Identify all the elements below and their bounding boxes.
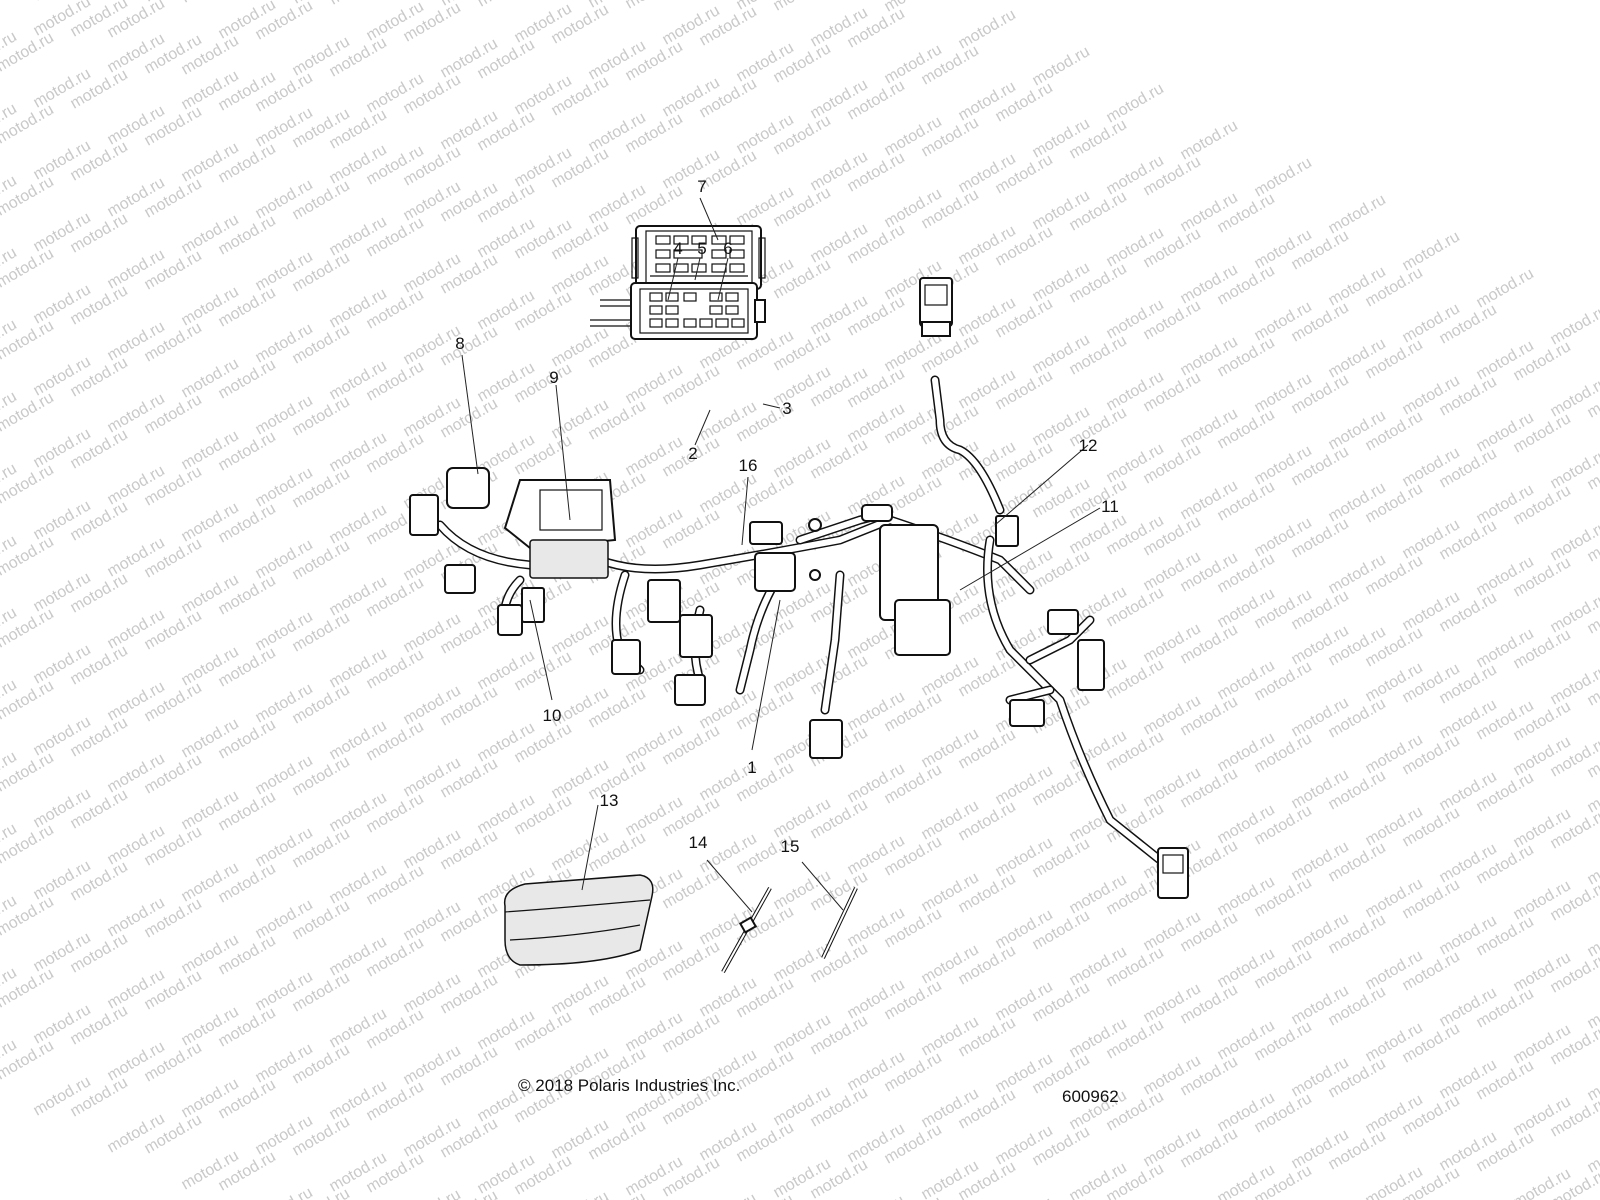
callout-labels: 7 4 5 6 3 2 8 9 16 12 11 10 1 13 14 15 xyxy=(455,177,1119,856)
callout-14: 14 xyxy=(689,833,708,852)
copyright-text: © 2018 Polaris Industries Inc. xyxy=(518,1076,741,1095)
callout-9: 9 xyxy=(549,368,558,387)
diagram-id: 600962 xyxy=(1062,1087,1119,1106)
fuse-box xyxy=(590,282,766,340)
callout-15: 15 xyxy=(781,837,800,856)
callout-6: 6 xyxy=(723,239,732,258)
cable-tie-clip xyxy=(721,887,772,973)
callout-2: 2 xyxy=(688,444,697,463)
callout-4: 4 xyxy=(673,239,682,258)
callout-8: 8 xyxy=(455,334,464,353)
harness-connectors xyxy=(409,277,1189,899)
callout-10: 10 xyxy=(543,706,562,725)
callout-5: 5 xyxy=(697,239,706,258)
callout-12: 12 xyxy=(1079,436,1098,455)
leader-lines xyxy=(461,197,1101,913)
callout-7: 7 xyxy=(697,177,706,196)
callout-16: 16 xyxy=(739,456,758,475)
conduit-boot xyxy=(503,874,654,966)
callout-3: 3 xyxy=(782,399,791,418)
callout-11: 11 xyxy=(1101,497,1119,516)
callout-1: 1 xyxy=(747,758,756,777)
callout-13: 13 xyxy=(600,791,619,810)
relay-module xyxy=(503,479,617,579)
cable-tie xyxy=(821,887,858,959)
